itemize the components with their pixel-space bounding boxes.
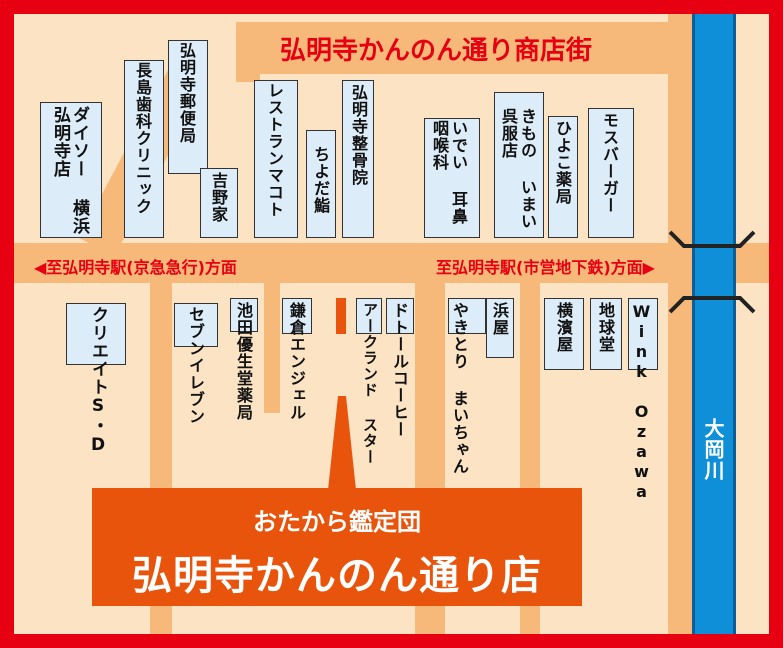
building-arcland <box>356 298 382 334</box>
store-pointer <box>328 396 356 490</box>
label-daiso: ダイソー 横浜弘明寺店 <box>50 106 89 235</box>
label-kamakura: 鎌倉エンジェル <box>287 302 306 421</box>
label-hiyoko: ひよこ薬局 <box>553 120 572 205</box>
building-yokohamaya <box>544 298 584 370</box>
building-hamaya <box>486 298 514 358</box>
building-idei <box>424 118 480 238</box>
top-street <box>236 22 669 74</box>
building-hiyoko <box>548 116 578 238</box>
label-kimono: きもの いまい呉服店 <box>499 108 537 230</box>
label-ikeda: 池田優生堂薬局 <box>234 302 253 421</box>
label-yakitori: やきとり まいちゃん <box>450 302 469 475</box>
direction-right: 至弘明寺駅(市営地下鉄)方面▶ <box>436 258 655 277</box>
building-doutor <box>386 298 414 334</box>
building-nagashima <box>124 60 164 238</box>
building-daiso <box>40 102 102 238</box>
river-label: 大岡川 <box>701 418 725 481</box>
building-kimono <box>494 92 544 238</box>
building-wink <box>628 298 658 370</box>
label-arcland: アークランド スター <box>361 302 379 465</box>
building-seven <box>174 303 218 347</box>
label-create: クリエイトS・D <box>88 306 108 456</box>
south-road-2 <box>264 283 280 413</box>
store-banner: おたから鑑定団 弘明寺かんのん通り店 <box>92 488 582 606</box>
label-wink: Wink Ozawa <box>632 302 651 502</box>
building-chiyoda <box>306 130 336 238</box>
store-name-line2: 弘明寺かんのん通り店 <box>132 553 542 599</box>
direction-left: ◀至弘明寺駅(京急急行)方面 <box>34 258 237 277</box>
building-restaurant <box>254 80 298 238</box>
label-yokohamaya: 横濱屋 <box>554 302 573 353</box>
label-seikotsu: 弘明寺整骨院 <box>349 84 368 186</box>
building-create <box>66 303 126 365</box>
store-name-line1: おたから鑑定団 <box>253 508 421 536</box>
north-alley-1 <box>236 22 260 82</box>
store-pointer-line <box>336 298 346 334</box>
label-doutor: ドトールコーヒー <box>390 302 409 438</box>
building-chikyudo <box>590 298 622 370</box>
building-post <box>168 40 208 174</box>
label-chikyudo: 地球堂 <box>596 302 615 353</box>
label-mos: モスバーガー <box>600 112 619 214</box>
building-seikotsu <box>342 80 374 238</box>
bridge-mark-north <box>668 230 756 248</box>
bridge-mark-south <box>668 296 756 314</box>
river <box>692 14 736 634</box>
building-mos <box>588 108 634 238</box>
map-title: 弘明寺かんのん通り商店街 <box>280 36 593 66</box>
label-seven: セブンイレブン <box>186 306 205 425</box>
building-yoshinoya <box>200 168 238 238</box>
east-road <box>668 14 692 634</box>
label-hamaya: 浜屋 <box>490 302 509 336</box>
label-idei: いでい 耳鼻咽喉科 <box>430 120 468 225</box>
building-yakitori <box>448 298 486 334</box>
label-post: 弘明寺郵便局 <box>177 42 196 144</box>
building-kamakura <box>282 298 312 334</box>
label-nagashima: 長島歯科クリニック <box>133 62 152 215</box>
label-restaurant: レストランマコト <box>265 82 284 218</box>
label-yoshinoya: 吉野家 <box>209 172 228 223</box>
main-street <box>14 243 769 283</box>
building-ikeda <box>230 298 258 332</box>
label-chiyoda: ちよだ鮨 <box>311 146 330 214</box>
